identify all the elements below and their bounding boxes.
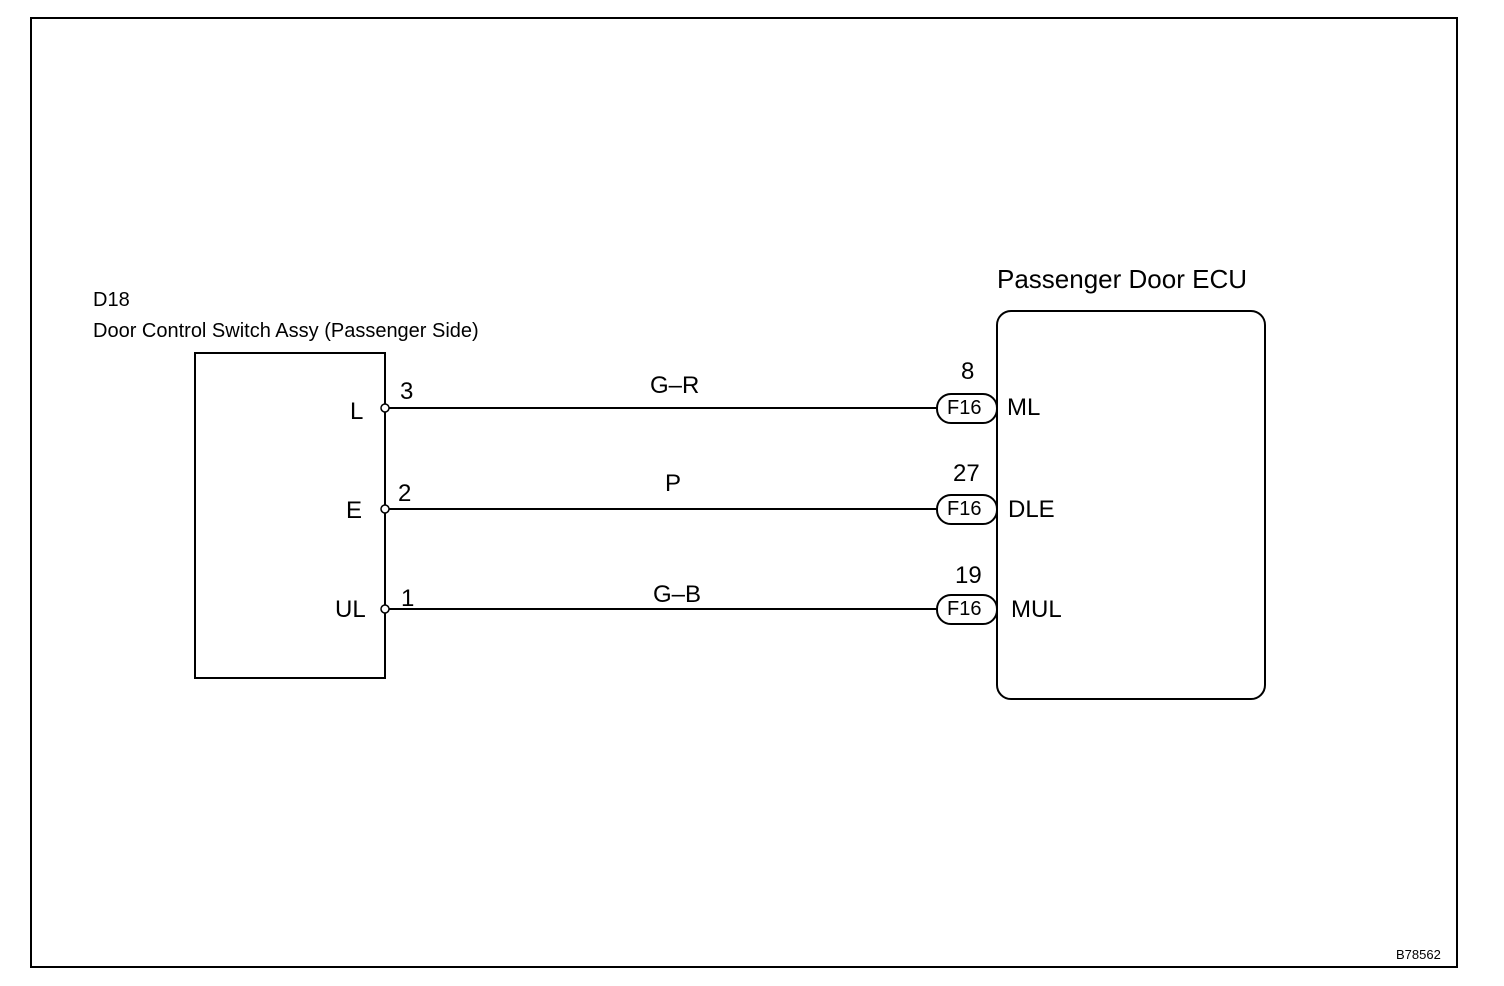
ecu-pin-name-mul: MUL — [1011, 596, 1062, 623]
figure-id: B78562 — [1396, 947, 1441, 962]
pin-name-l: L — [350, 398, 364, 425]
ecu-pin-name-ml: ML — [1007, 394, 1041, 421]
switch-name: Door Control Switch Assy (Passenger Side… — [93, 320, 479, 342]
switch-code: D18 — [93, 289, 130, 311]
connector-label-ml: F16 — [947, 397, 982, 419]
connector-label-mul: F16 — [947, 598, 982, 620]
pin-name-e: E — [346, 497, 363, 524]
ecu-name: Passenger Door ECU — [997, 264, 1247, 294]
ecu-pin-number-8: 8 — [961, 358, 975, 385]
pin-number-3: 3 — [400, 378, 414, 405]
connector-f16-mul — [936, 594, 998, 625]
terminal-ul — [380, 604, 390, 614]
connector-f16-dle — [936, 494, 998, 525]
pin-number-2: 2 — [398, 480, 412, 507]
terminal-l — [380, 403, 390, 413]
wire-color-gr: G–R — [650, 372, 700, 399]
terminal-e — [380, 504, 390, 514]
wire-color-gb: G–B — [653, 581, 702, 608]
diagram-frame — [30, 17, 1458, 968]
pin-number-1: 1 — [401, 585, 415, 612]
wire-color-p: P — [665, 470, 682, 497]
ecu-pin-number-19: 19 — [955, 562, 982, 589]
ecu-pin-number-27: 27 — [953, 460, 980, 487]
pin-name-ul: UL — [335, 596, 366, 623]
switch-assy-box — [194, 352, 386, 679]
connector-f16-ml — [936, 393, 998, 424]
connector-label-dle: F16 — [947, 498, 982, 520]
ecu-pin-name-dle: DLE — [1008, 496, 1055, 523]
